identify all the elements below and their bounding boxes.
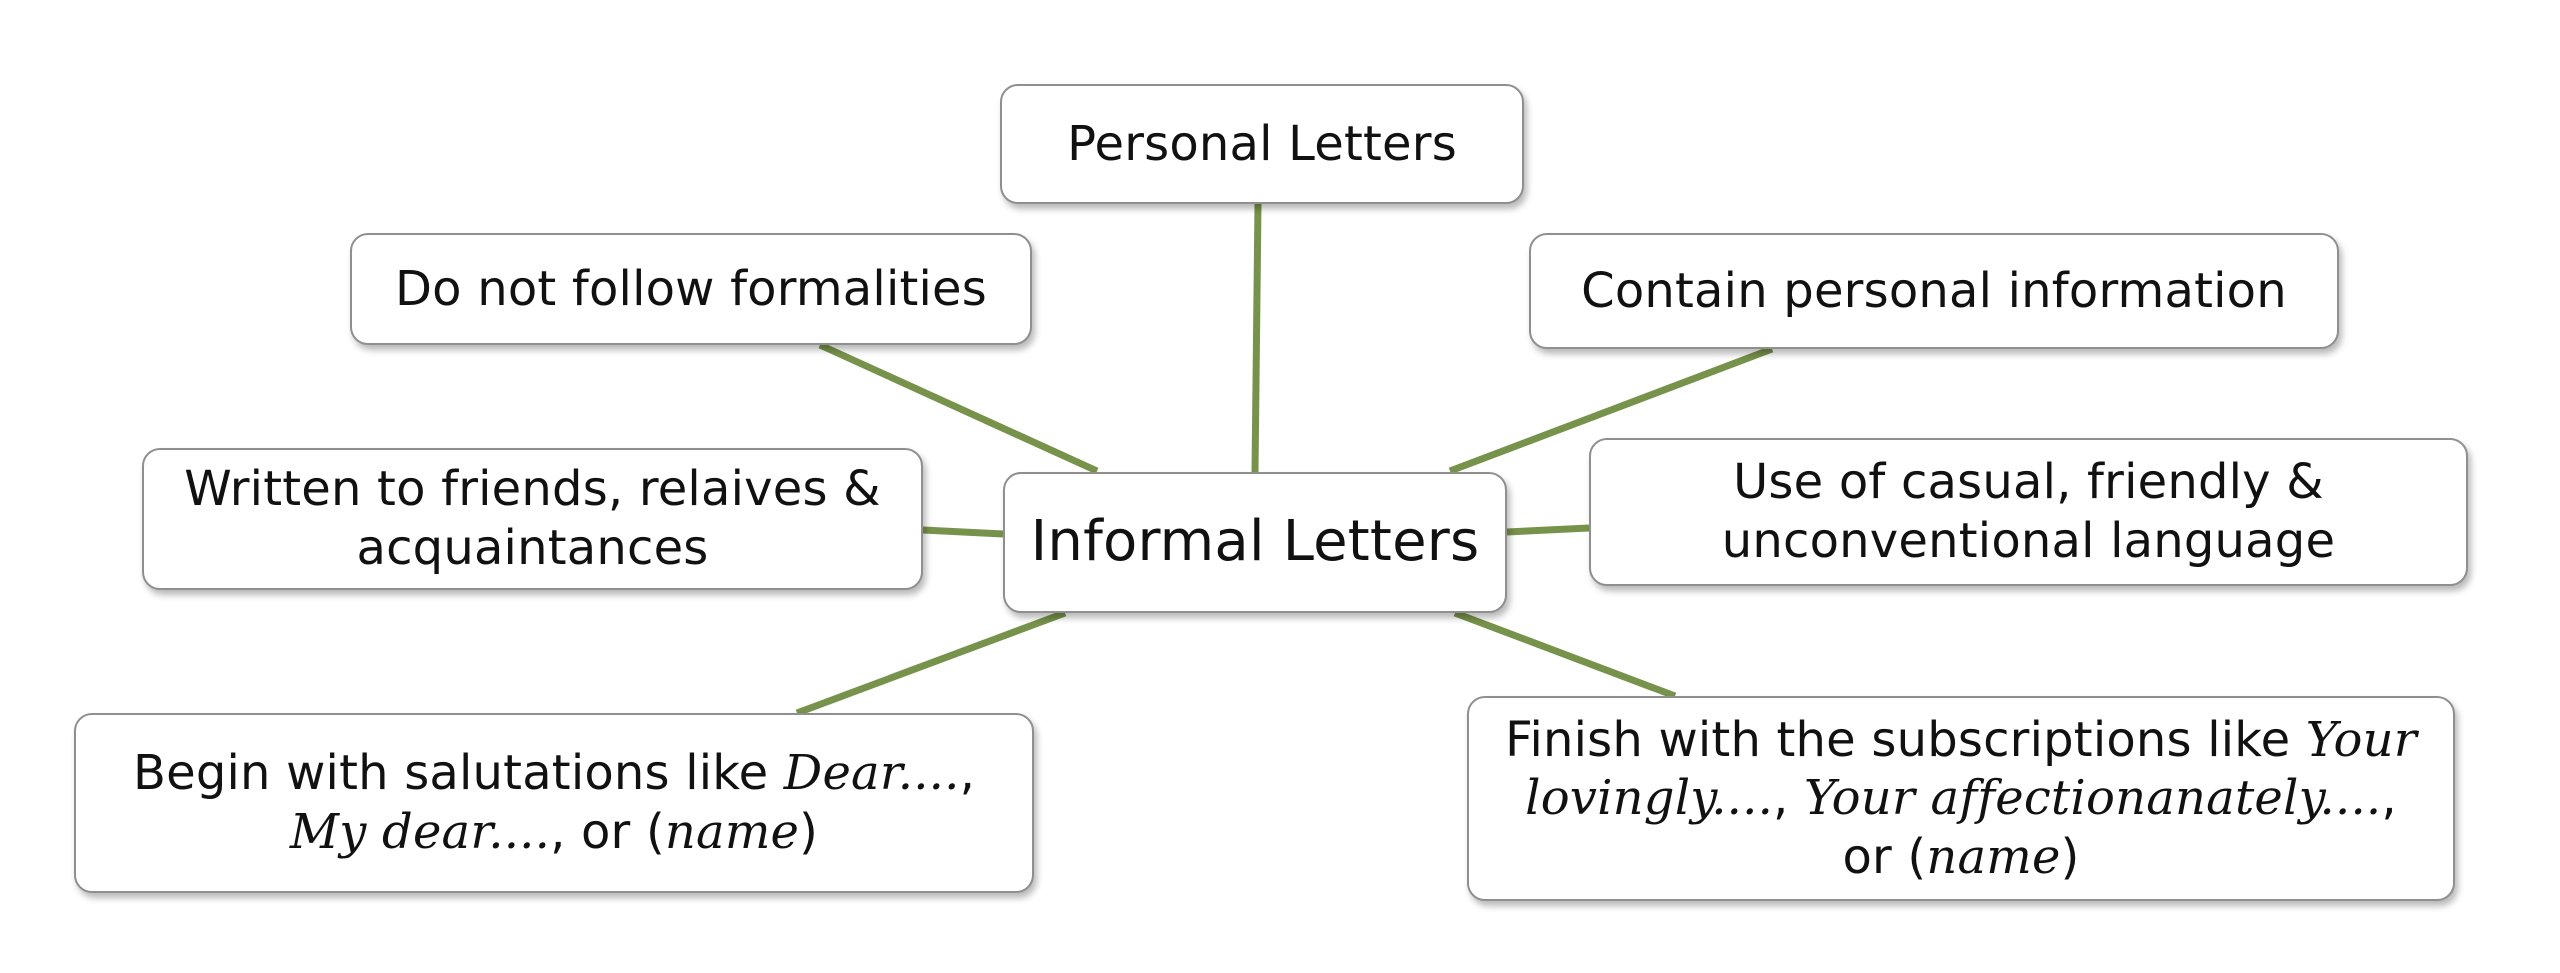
- salutations-or: , or (: [550, 804, 665, 860]
- connector-casual-language: [1506, 524, 1590, 536]
- subscriptions-prefix: Finish with the subscriptions like: [1505, 711, 2306, 768]
- node-formalities-label: Do not follow formalities: [395, 260, 987, 317]
- node-subscriptions-line3: or (name): [1505, 828, 2417, 887]
- node-casual-language-line1: Use of casual, friendly &: [1733, 454, 2324, 511]
- node-written-to-line1: Written to friends, relaives &: [184, 461, 881, 518]
- subscription-affectionately: Your affectionanately....: [1803, 770, 2382, 827]
- salutations-name: name: [664, 804, 800, 860]
- connector-subscriptions: [1453, 609, 1677, 700]
- salutations-close: ): [799, 804, 819, 860]
- connector-formalities: [818, 341, 1099, 475]
- connector-salutations: [795, 609, 1067, 717]
- subscriptions-name: name: [1926, 828, 2061, 885]
- connector-written-to: [922, 526, 1004, 538]
- subscriptions-or: or (: [1842, 828, 1927, 885]
- node-casual-language: Use of casual, friendly & unconventional…: [1589, 438, 2468, 586]
- salutation-dear: Dear....: [783, 745, 960, 802]
- central-topic-label: Informal Letters: [1030, 509, 1480, 575]
- node-written-to-line2: acquaintances: [356, 520, 709, 576]
- salutation-my-dear: My dear....: [289, 804, 551, 860]
- node-salutations-line1: Begin with salutations like Dear....,: [133, 744, 975, 803]
- node-personal-info: Contain personal information: [1529, 233, 2339, 349]
- node-salutations-line2: My dear...., or (name): [133, 803, 975, 862]
- node-subscriptions-line1: Finish with the subscriptions like Your: [1505, 711, 2417, 770]
- subscriptions-comma: ,: [2381, 770, 2397, 827]
- node-personal-info-label: Contain personal information: [1581, 262, 2287, 319]
- central-topic: Informal Letters: [1003, 472, 1507, 613]
- salutations-prefix: Begin with salutations like: [132, 745, 784, 802]
- node-casual-language-line2: unconventional language: [1721, 513, 2336, 569]
- subscriptions-sep: ,: [1773, 770, 1804, 827]
- node-subscriptions-line2: lovingly...., Your affectionanately....,: [1505, 769, 2417, 828]
- node-salutations: Begin with salutations like Dear...., My…: [74, 713, 1034, 893]
- salutations-comma: ,: [959, 745, 976, 802]
- node-formalities: Do not follow formalities: [350, 233, 1032, 345]
- subscription-lovingly: lovingly....: [1525, 770, 1774, 827]
- node-personal-letters-label: Personal Letters: [1067, 115, 1457, 172]
- connector-personal-letters: [1251, 203, 1262, 473]
- subscriptions-close: ): [2060, 828, 2080, 885]
- connector-personal-info: [1448, 345, 1774, 475]
- node-personal-letters: Personal Letters: [1000, 84, 1524, 204]
- subscriptions-word-your: Your: [2305, 711, 2417, 768]
- node-subscriptions: Finish with the subscriptions like Your …: [1467, 696, 2455, 901]
- node-written-to: Written to friends, relaives & acquainta…: [142, 448, 923, 590]
